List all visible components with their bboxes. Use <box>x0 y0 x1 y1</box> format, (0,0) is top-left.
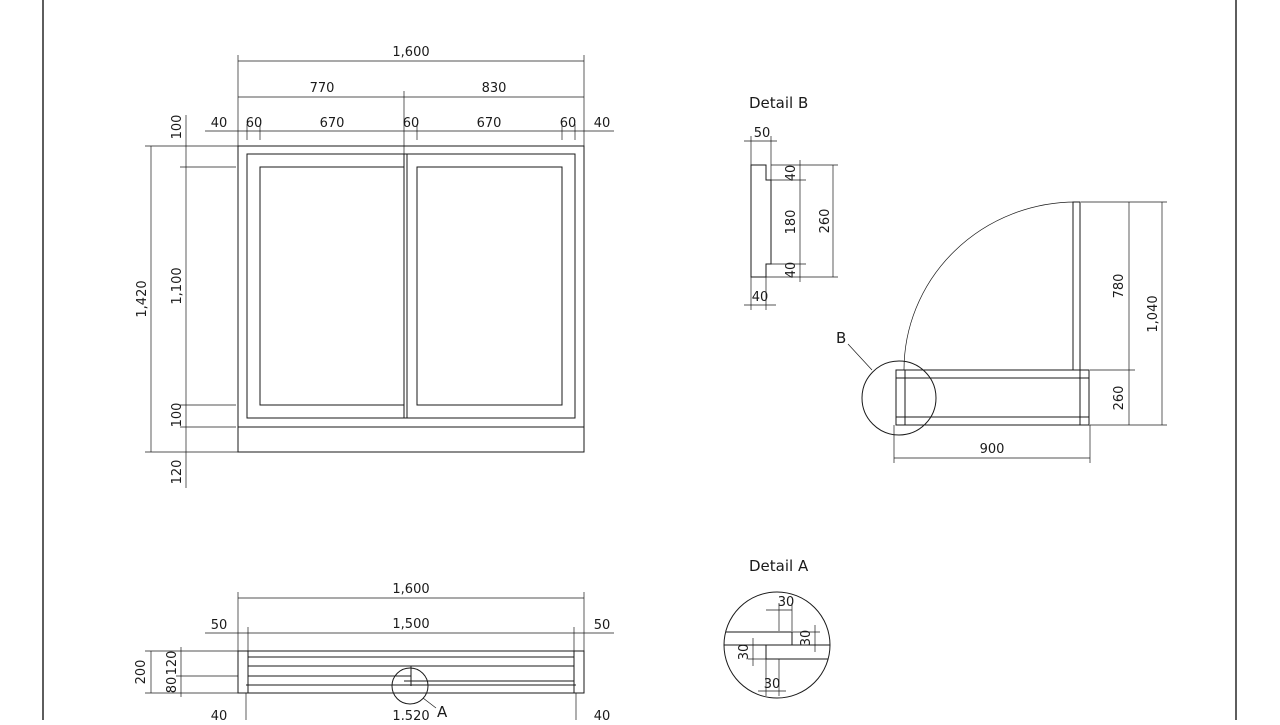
front-inner-frame <box>246 153 576 419</box>
detail-a-title: Detail A <box>749 557 809 575</box>
dim-front-edge-right: 40 <box>594 116 611 131</box>
front-view: 1,600 770 830 40 60 670 60 670 60 40 1,4… <box>135 45 614 488</box>
dim-front-total-width: 1,600 <box>392 45 429 60</box>
dim-detail-b-middle: 180 <box>784 210 799 235</box>
front-right-panel <box>416 166 563 406</box>
dim-detail-b-lower: 40 <box>784 262 799 279</box>
dim-plan-bottom-left: 40 <box>211 709 228 720</box>
plan-view: A 1,600 50 1,500 50 200 120 80 40 1,520 … <box>134 582 614 724</box>
dim-front-frame-b: 60 <box>560 116 577 131</box>
dim-side-lower: 260 <box>1112 386 1127 411</box>
dim-plan-bottom-mid: 1,520 <box>392 709 429 720</box>
dim-front-edge-left: 40 <box>211 116 228 131</box>
side-back-panel <box>1072 201 1081 371</box>
dim-front-frame-a: 60 <box>246 116 263 131</box>
dim-plan-total-width: 1,600 <box>392 582 429 597</box>
dim-front-frame-mid: 60 <box>403 116 420 131</box>
dim-side-overall: 1,040 <box>1146 295 1161 332</box>
dim-detail-a-top: 30 <box>778 595 795 610</box>
dim-plan-depth: 200 <box>134 660 149 685</box>
dim-plan-left-end: 50 <box>211 618 228 633</box>
front-outer-frame <box>237 145 585 453</box>
dim-front-panel-a: 670 <box>320 116 345 131</box>
dim-detail-b-bottom-width: 40 <box>752 290 769 305</box>
dim-detail-a-bottom: 30 <box>764 677 781 692</box>
callout-label-b: B <box>836 329 846 347</box>
dim-plan-bottom-right: 40 <box>594 709 611 720</box>
dim-detail-a-right: 30 <box>799 630 814 647</box>
dim-front-left-leaf: 770 <box>310 81 335 96</box>
dim-front-total-height: 1,420 <box>135 280 150 317</box>
plan-outline <box>237 650 585 694</box>
dim-plan-right-end: 50 <box>594 618 611 633</box>
detail-b: Detail B 50 40 180 40 260 40 <box>744 94 838 310</box>
detail-b-profile <box>750 164 772 278</box>
callout-label-a: A <box>437 703 448 720</box>
dim-detail-b-overall: 260 <box>818 209 833 234</box>
detail-b-title: Detail B <box>749 94 808 112</box>
dim-front-panel-b: 670 <box>477 116 502 131</box>
dim-side-upper: 780 <box>1112 274 1127 299</box>
side-swing-arc <box>903 201 1077 371</box>
dim-front-right-leaf: 830 <box>482 81 507 96</box>
dim-side-width: 900 <box>980 442 1005 457</box>
dim-detail-a-left: 30 <box>737 644 752 661</box>
dim-plan-depth-upper: 120 <box>165 651 180 676</box>
callout-circle-b <box>861 360 937 436</box>
dim-plan-inner-width: 1,500 <box>392 617 429 632</box>
dim-front-base: 120 <box>170 460 185 485</box>
dim-detail-b-top-width: 50 <box>754 126 771 141</box>
dim-plan-depth-lower: 80 <box>165 677 180 694</box>
dim-front-top-rail: 100 <box>170 115 185 140</box>
front-left-panel <box>259 166 405 406</box>
side-body <box>895 369 1090 426</box>
side-view: B 900 780 260 1,040 <box>836 201 1167 463</box>
dim-front-panel-height: 1,100 <box>170 267 185 304</box>
dim-detail-b-upper: 40 <box>784 165 799 182</box>
callout-circle-a <box>391 667 429 705</box>
detail-a: Detail A 30 30 30 30 <box>723 557 831 699</box>
dim-front-bottom-rail: 100 <box>170 403 185 428</box>
